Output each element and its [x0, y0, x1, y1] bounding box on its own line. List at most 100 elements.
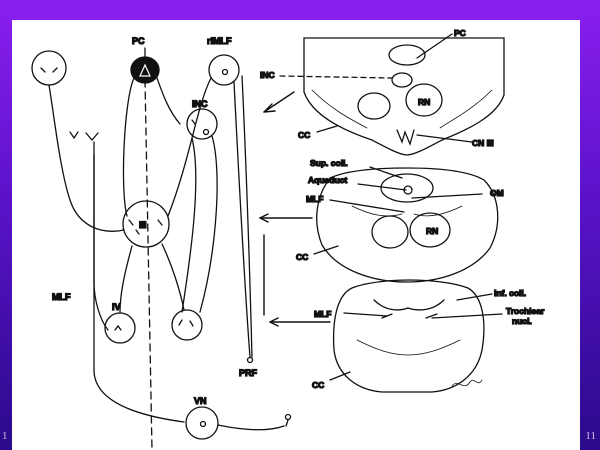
section-mid-om-label: OM [490, 188, 504, 198]
nucleus-iv-label: IV [112, 302, 121, 312]
section-arrows [259, 91, 331, 327]
fibre-branch-tick [69, 131, 79, 140]
section-mid-left-rn [371, 215, 409, 249]
rimlf-to-prf-a [233, 81, 251, 358]
section-mid-mlf-bands [351, 205, 463, 217]
section-mid-aqueduct-label: Aqueduct [308, 175, 347, 185]
nucleus-iv-node [104, 312, 136, 344]
section-bottom-trochlear-leader [431, 313, 503, 319]
section-top-pc-leader [416, 33, 453, 59]
section-mid-cc-label: CC [296, 252, 308, 262]
left-edge-mark: 1 [2, 430, 8, 442]
section-top-rn-shape [405, 83, 443, 117]
inc-soma [202, 128, 210, 136]
pc-triangle-icon [139, 63, 151, 77]
section-mid-rn-label: RN [426, 226, 438, 236]
oculomotor-schematic: PC riMLF INC III IV VN PRF MLF [31, 35, 292, 450]
brainstem-diagram: PC riMLF INC III IV VN PRF MLF [31, 27, 546, 450]
fibre-left-to-iii [48, 84, 125, 232]
rimlf-to-prf-b [241, 75, 253, 358]
slide-canvas: PC riMLF INC III IV VN PRF MLF [12, 20, 580, 450]
inc-synapse [191, 119, 196, 125]
arrow-mid-head [259, 213, 269, 223]
iii-to-lower-right [161, 243, 185, 311]
section-bottom-mlf-label: MLF [314, 309, 331, 319]
section-mid-sup-coll-label: Sup. coll. [310, 158, 348, 168]
section-top-left-nucleus [357, 92, 391, 120]
slide-number: 11 [585, 430, 596, 442]
section-bottom-cc-leader [329, 371, 351, 381]
section-top-cn3-label: CN III [472, 138, 494, 148]
section-mid-aqueduct-leader [357, 183, 407, 191]
section-mid-sup-coll-shape [380, 173, 434, 203]
section-top-cc-label: CC [298, 130, 310, 140]
artist-signature-mark [451, 379, 483, 387]
mlf-ascending-from-vn [93, 154, 185, 423]
inc-descending-2 [181, 137, 197, 313]
section-top-pc-label: PC [454, 28, 466, 38]
section-top-inc-shape [391, 72, 413, 88]
mlf-label: MLF [52, 292, 71, 302]
section-bottom-trochlear-label-2: nucl. [512, 316, 532, 326]
mlf-left-fork [85, 132, 99, 141]
vn-output [217, 424, 285, 431]
inc-descending [199, 135, 218, 313]
pc-to-inc [156, 77, 181, 125]
arrow-bottom-head [269, 317, 279, 327]
rimlf-soma [221, 68, 229, 76]
inc-node [186, 108, 218, 140]
section-bottom-trochlear-marks [381, 313, 438, 319]
pc-label: PC [132, 36, 145, 46]
section-mid-outline [316, 167, 499, 283]
section-mid-rn-shape [409, 212, 451, 248]
vn-output-terminal [284, 413, 292, 421]
section-top-cn3-fibres [396, 129, 415, 146]
mlf-left-tract [93, 141, 109, 331]
section-top-outline [303, 37, 505, 156]
iii-to-iv [119, 245, 133, 313]
prf-label: PRF [239, 368, 258, 378]
rimlf-to-iii [167, 77, 212, 217]
section-mid: Sup. coll. Aqueduct OM MLF RN CC [295, 157, 504, 283]
section-mid-mlf-leader [329, 199, 405, 213]
pc-loop-left [122, 77, 135, 217]
section-bottom-inf-coll-leader [456, 293, 493, 301]
nucleus-iv-synapse [114, 324, 122, 331]
rimlf-label: riMLF [207, 36, 232, 46]
section-top-rn-label: RN [418, 97, 430, 107]
section-top-inc-leader [279, 75, 393, 79]
section-bottom-outline [332, 279, 485, 393]
nucleus-iii-node [122, 200, 170, 248]
rimlf-node [208, 54, 240, 86]
nucleus-iii-label: III [139, 220, 147, 230]
section-mid-om-leader [411, 193, 483, 199]
lower-right-neuron [171, 309, 203, 341]
section-top: PC INC RN CC CN III [259, 27, 505, 156]
section-bottom-inf-coll-label: Inf. coll. [494, 288, 526, 298]
section-top-cn3-leader [416, 134, 473, 143]
section-mid-cc-leader [313, 245, 339, 255]
section-bottom-cc-label: CC [312, 380, 324, 390]
section-top-cc-leader [316, 125, 338, 133]
midline [144, 79, 153, 450]
section-top-inc-label: INC [260, 70, 275, 80]
section-mid-mlf-label: MLF [306, 194, 323, 204]
section-bottom: Inf. coll. MLF Trochlear nucl. CC [311, 279, 546, 393]
upper-left-synapse [40, 67, 58, 73]
nucleus-iii-synapses [128, 219, 163, 235]
inc-label: INC [192, 99, 208, 109]
section-bottom-inf-coll-shape [373, 299, 445, 311]
section-top-pc-shape [388, 44, 426, 66]
section-mid-sup-coll-leader [369, 166, 403, 179]
arrow-top-head [263, 103, 276, 113]
section-bottom-mlf-leader [343, 312, 388, 317]
vn-node [185, 406, 219, 440]
vn-output-stem [285, 419, 289, 427]
pc-node [130, 56, 160, 84]
arrow-top [263, 91, 295, 113]
vn-label: VN [194, 396, 207, 406]
section-top-cc-bands [311, 89, 493, 129]
section-bottom-cc-bands [356, 339, 461, 356]
vn-soma [199, 420, 207, 428]
section-bottom-trochlear-label-1: Trochlear [506, 306, 545, 316]
